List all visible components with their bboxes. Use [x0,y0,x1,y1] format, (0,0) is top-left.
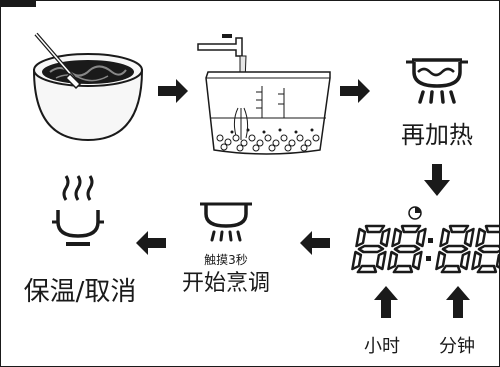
display-digit [435,224,475,274]
display-digit [471,224,500,274]
arrow-icon [136,231,166,255]
keep-warm-cancel-label: 保温/取消 [24,277,137,307]
display-colon [428,238,433,243]
start-cooking-label: 开始烹调 [182,271,270,296]
minute-label: 分钟 [439,336,475,357]
arrow-icon [300,231,330,255]
time-display [351,224,500,274]
display-colon [426,256,431,261]
rinse-water-illustration [197,34,331,155]
reheat-label: 再加热 [401,121,473,149]
touch-hold-label: 触摸3秒 [204,253,248,267]
arrow-icon [446,286,470,318]
display-digit [387,224,427,274]
arrow-icon [424,164,450,196]
stir-pot-illustration [32,32,144,142]
arrow-icon [374,286,398,318]
cooking-pot-icon [200,202,252,242]
keep-warm-pot-icon [52,175,104,246]
arrow-icon [158,79,188,103]
hour-label: 小时 [364,336,400,357]
reheat-pot-icon [406,58,468,104]
display-digit [351,224,391,274]
arrow-icon [340,79,370,103]
clock-icon [408,206,422,220]
header-tab [0,0,36,7]
